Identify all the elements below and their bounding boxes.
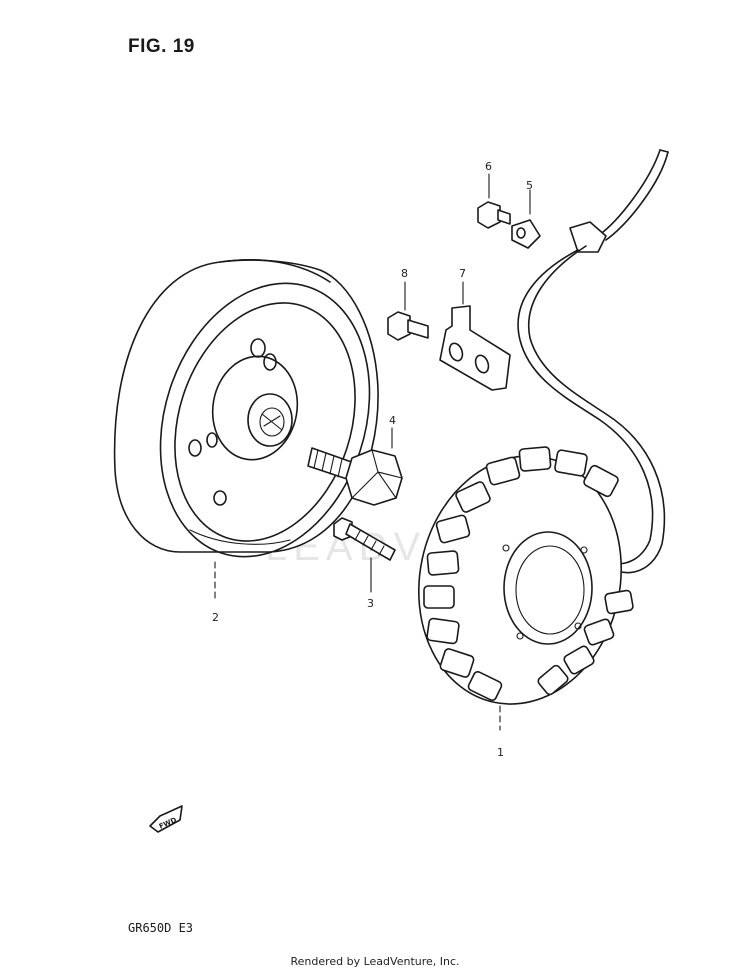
callout-3: 3 <box>367 597 374 610</box>
callout-7: 7 <box>459 267 466 280</box>
rotor-bolt-part-4 <box>307 427 403 506</box>
callout-6: 6 <box>485 160 492 173</box>
render-credit: Rendered by LeadVenture, Inc. <box>290 955 460 968</box>
stator-part-1 <box>417 149 669 731</box>
callout-8: 8 <box>401 267 408 280</box>
callout-2: 2 <box>212 611 219 624</box>
bracket-bolt-part-8 <box>387 281 429 341</box>
stator-screw-part-3 <box>333 517 396 593</box>
lead-wire-clamp-part-7 <box>439 281 511 391</box>
stator-coils <box>423 446 634 702</box>
callout-5: 5 <box>526 179 533 192</box>
flywheel-rotor <box>113 259 379 599</box>
clamp-screw-part-6 <box>477 173 511 229</box>
callout-1: 1 <box>497 746 504 759</box>
model-code: GR650D E3 <box>128 921 194 935</box>
forward-direction-arrow-icon: FWD <box>149 805 183 833</box>
figure-title: FIG. 19 <box>128 36 195 57</box>
callout-4: 4 <box>389 414 396 427</box>
grommet-part-5 <box>511 189 541 249</box>
